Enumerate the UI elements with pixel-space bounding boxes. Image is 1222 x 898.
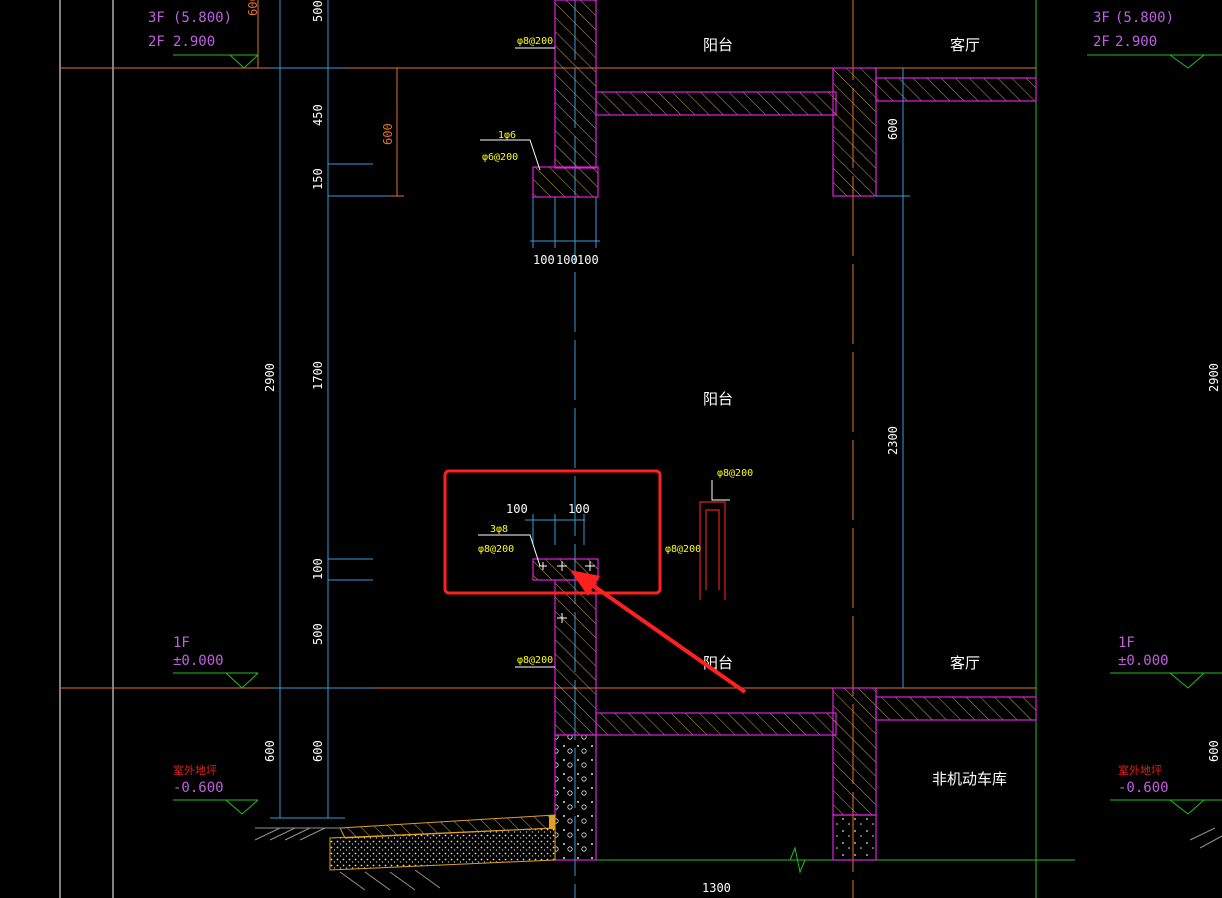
svg-text:600: 600: [263, 740, 277, 762]
svg-text:客厅: 客厅: [950, 654, 980, 672]
svg-text:600: 600: [246, 0, 260, 16]
svg-text:室外地坪: 室外地坪: [1118, 763, 1162, 777]
level-labels: 3F (5.800) 2F 2.900 3F (5.800) 2F 2.900 …: [148, 10, 1174, 796]
svg-text:2.900: 2.900: [1115, 34, 1157, 50]
dimension-lines: [270, 0, 910, 819]
svg-text:150: 150: [311, 168, 325, 190]
svg-text:1F: 1F: [173, 635, 190, 651]
svg-text:500: 500: [311, 623, 325, 645]
svg-text:600: 600: [1207, 740, 1221, 762]
svg-text:100: 100: [568, 502, 590, 516]
svg-text:φ6@200: φ6@200: [482, 152, 518, 163]
svg-text:1φ6: 1φ6: [498, 130, 516, 141]
ground-ramp: [254, 814, 1222, 891]
svg-text:600: 600: [886, 118, 900, 140]
wall-lower: [532, 558, 1037, 861]
svg-text:3F: 3F: [1093, 10, 1110, 26]
svg-text:100: 100: [533, 253, 555, 267]
red-arrow: [570, 570, 747, 694]
svg-text:±0.000: ±0.000: [1118, 653, 1169, 669]
svg-text:(5.800): (5.800): [1115, 10, 1174, 26]
svg-text:600: 600: [381, 123, 395, 145]
level-markers: [173, 54, 1222, 815]
svg-text:100: 100: [506, 502, 528, 516]
svg-text:室外地坪: 室外地坪: [173, 763, 217, 777]
ground-labels: 室外地坪 室外地坪: [173, 763, 1162, 777]
svg-text:3φ8: 3φ8: [490, 524, 508, 535]
svg-text:φ8@200: φ8@200: [478, 544, 514, 555]
svg-text:-0.600: -0.600: [173, 780, 224, 796]
svg-text:φ8@200: φ8@200: [665, 544, 701, 555]
svg-text:100: 100: [556, 253, 578, 267]
svg-text:(5.800): (5.800): [173, 10, 232, 26]
svg-text:600: 600: [311, 740, 325, 762]
rebar-labels: φ8@200 1φ6 φ6@200 3φ8 φ8@200 φ8@200 φ8@2…: [478, 36, 753, 666]
svg-text:500: 500: [311, 0, 325, 22]
svg-text:450: 450: [311, 104, 325, 126]
svg-text:2900: 2900: [263, 363, 277, 392]
svg-text:客厅: 客厅: [950, 36, 980, 54]
svg-text:100: 100: [311, 558, 325, 580]
svg-text:2300: 2300: [886, 426, 900, 455]
svg-text:2900: 2900: [1207, 363, 1221, 392]
svg-text:1F: 1F: [1118, 635, 1135, 651]
svg-text:2F: 2F: [1093, 34, 1110, 50]
svg-text:-0.600: -0.600: [1118, 780, 1169, 796]
dimension-red: [257, 0, 404, 197]
svg-text:φ8@200: φ8@200: [517, 655, 553, 666]
svg-text:阳台: 阳台: [703, 654, 733, 672]
svg-text:阳台: 阳台: [703, 390, 733, 408]
svg-text:非机动车库: 非机动车库: [932, 770, 1007, 788]
svg-text:2F: 2F: [148, 34, 165, 50]
svg-text:阳台: 阳台: [703, 36, 733, 54]
detail-rebar: [699, 501, 726, 600]
svg-text:φ8@200: φ8@200: [517, 36, 553, 47]
svg-text:100: 100: [577, 253, 599, 267]
svg-text:1700: 1700: [311, 361, 325, 390]
wall-upper: [532, 0, 1037, 198]
svg-text:±0.000: ±0.000: [173, 653, 224, 669]
highlight-box: [443, 469, 662, 595]
svg-text:3F: 3F: [148, 10, 165, 26]
dimension-text-vertical: 500 450 150 2900 1700 100 500 600 600 60…: [263, 0, 1221, 762]
dimension-text-horizontal: 100 100 100 100 100 1300: [506, 253, 731, 895]
svg-text:2.900: 2.900: [173, 34, 215, 50]
dimension-text-red: 600 600: [246, 0, 395, 145]
leader-lines: [478, 47, 730, 668]
svg-text:φ8@200: φ8@200: [717, 468, 753, 479]
svg-text:1300: 1300: [702, 881, 731, 895]
